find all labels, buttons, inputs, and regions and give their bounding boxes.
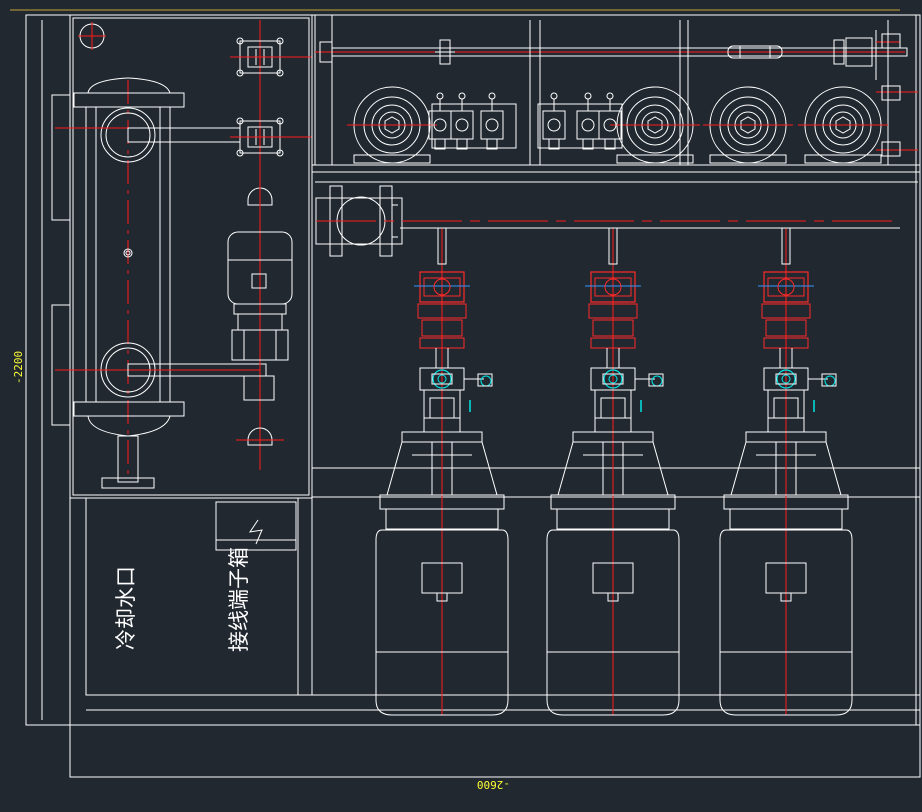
pump-unit-2: [546, 227, 680, 716]
pump-units: [375, 227, 853, 716]
cooler-fittings: [227, 20, 312, 470]
width-dimension-label: -2600: [477, 778, 510, 791]
cooler-panel: [69, 14, 313, 499]
lower-left-compartment: [85, 15, 313, 696]
heat-exchanger: [55, 77, 267, 489]
pump-unit-1: [375, 227, 509, 716]
outer-frame: [25, 14, 921, 778]
gauge-valves: [428, 92, 623, 150]
terminal-box-label: 接线端子箱: [227, 547, 251, 652]
pump-unit-3: [719, 227, 853, 716]
marker-circle: [78, 22, 106, 50]
coupling-wheels: [346, 86, 889, 164]
cooling-water-outlet-label: 冷却水口: [114, 566, 138, 650]
top-pipe-header: [315, 20, 918, 165]
height-dimension-label: -2200: [12, 351, 25, 384]
inlet-check-valve: [315, 185, 900, 257]
